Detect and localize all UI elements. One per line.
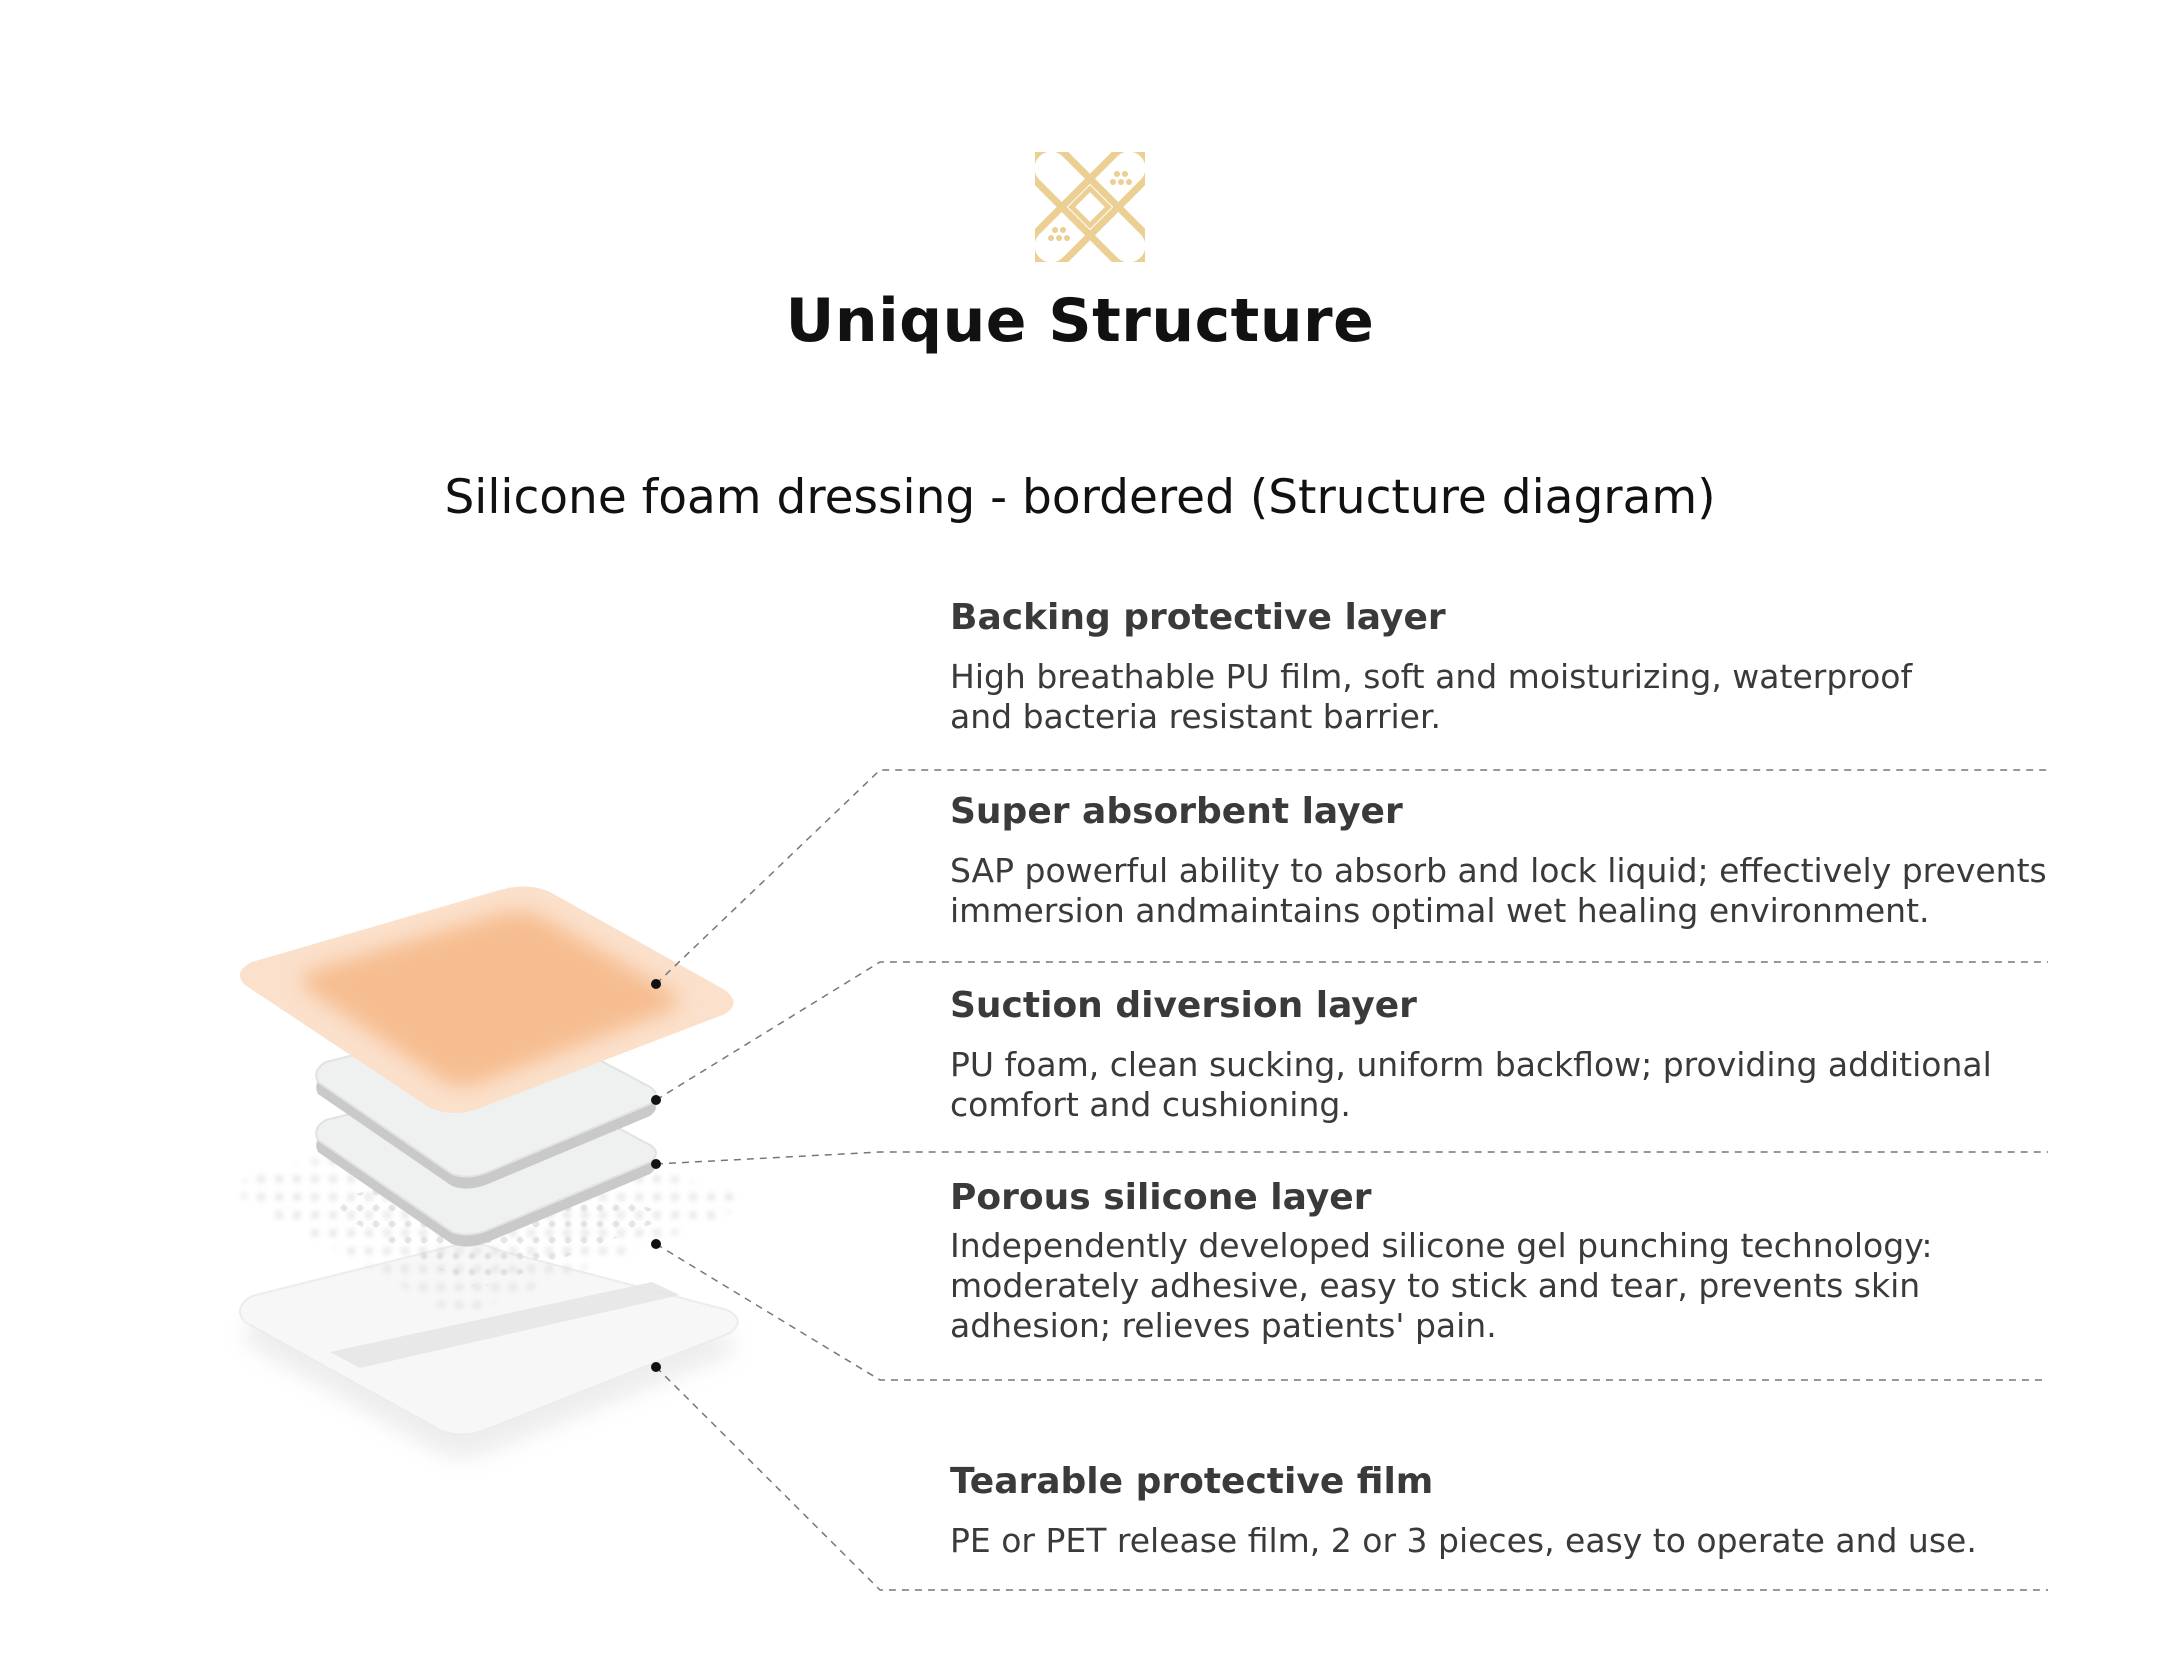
layer-description: PE or PET release film, 2 or 3 pieces, e…	[950, 1521, 1977, 1560]
layer-tearable-film: Tearable protective film PE or PET relea…	[950, 1460, 2070, 1561]
layer-title: Backing protective layer	[950, 597, 1446, 638]
anchor-dot-backing	[651, 979, 661, 989]
backing-layer-shape	[239, 886, 734, 1113]
diagram-subtitle: Silicone foam dressing - bordered (Struc…	[444, 470, 1716, 525]
layer-porous-silicone: Porous silicone layer Independently deve…	[950, 1176, 2070, 1346]
page-title: Unique Structure	[785, 286, 1375, 356]
layer-backing-protective: Backing protective layer High breathable…	[950, 596, 2070, 737]
layer-suction-diversion: Suction diversion layer PU foam, clean s…	[950, 984, 2070, 1125]
leader-line-porous	[655, 1243, 2048, 1381]
leader-line-suction	[655, 1151, 2048, 1165]
layer-description: PU foam, clean sucking, uniform backflow…	[950, 1045, 1992, 1124]
layer-title: Tearable protective film	[950, 1461, 1434, 1502]
leader-lines	[655, 769, 2048, 1591]
layer-description: High breathable PU film, soft and moistu…	[950, 657, 1913, 736]
leader-line-absorbent	[655, 961, 2048, 1101]
anchor-dot-absorbent	[651, 1095, 661, 1105]
layer-title: Super absorbent layer	[950, 791, 1403, 832]
anchor-dot-suction	[651, 1159, 661, 1169]
layer-super-absorbent: Super absorbent layer SAP powerful abili…	[950, 790, 2070, 931]
layer-title: Porous silicone layer	[950, 1177, 1372, 1218]
tearable-film-shape	[238, 1242, 739, 1459]
crossed-bandages-icon	[1035, 152, 1145, 262]
layer-description: SAP powerful ability to absorb and lock …	[950, 851, 2047, 930]
layer-title: Suction diversion layer	[950, 985, 1417, 1026]
leader-line-film	[655, 1366, 2048, 1591]
layer-description: Independently developed silicone gel pun…	[950, 1226, 1933, 1345]
anchor-dot-film	[651, 1362, 661, 1372]
anchor-dot-porous	[651, 1239, 661, 1249]
